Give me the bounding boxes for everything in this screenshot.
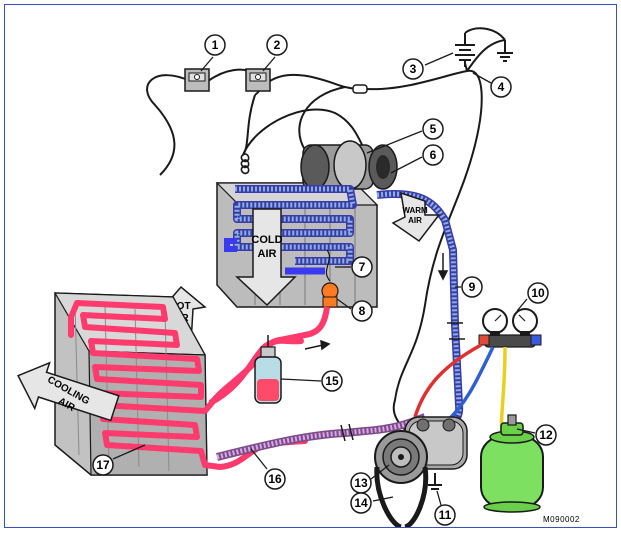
diagram-frame: COLD AIR WARM AIR HOT AIR COOLING AIR [4, 4, 617, 528]
svg-text:6: 6 [430, 148, 437, 162]
manifold-gauge-set [478, 308, 542, 348]
cold-air-arrow: COLD AIR [235, 208, 297, 307]
warm-air-label-line2: AIR [408, 216, 422, 225]
service-port-suction [447, 322, 465, 340]
callout-15: 15 [321, 370, 343, 392]
blower-motor [300, 140, 398, 190]
svg-text:14: 14 [354, 496, 368, 510]
battery-symbol [455, 27, 506, 67]
cooling-air-arrow: COOLING AIR [17, 361, 120, 422]
svg-text:1: 1 [212, 38, 219, 52]
warm-air-arrow: WARM AIR [391, 191, 441, 243]
callout-12: 12 [535, 424, 557, 446]
service-port-discharge [340, 423, 354, 442]
ground-symbol-battery [497, 40, 513, 62]
flow-arrow-liquid [304, 339, 331, 351]
reference-code: M090002 [543, 515, 580, 524]
coiled-wire [240, 153, 250, 175]
flow-arrow-suction [437, 253, 449, 281]
svg-text:3: 3 [410, 62, 417, 76]
callout-10: 10 [527, 282, 549, 304]
switch-1 [184, 68, 210, 92]
callout-8: 8 [351, 300, 373, 322]
inline-fuse [352, 84, 368, 94]
hot-air-label-line1: HOT [169, 301, 190, 312]
svg-text:17: 17 [96, 458, 110, 472]
svg-text:7: 7 [359, 260, 366, 274]
switch-2 [245, 68, 271, 92]
cold-air-label-line1: COLD [251, 234, 282, 246]
callout-4: 4 [490, 76, 512, 98]
callout-leaders [112, 52, 536, 506]
callout-5: 5 [422, 118, 444, 140]
expansion-valve [321, 249, 339, 308]
svg-text:5: 5 [430, 122, 437, 136]
callout-3: 3 [402, 58, 424, 80]
callout-16: 16 [264, 468, 286, 490]
callout-9: 9 [461, 276, 483, 298]
callout-11: 11 [434, 504, 456, 526]
callout-1: 1 [204, 34, 226, 56]
svg-text:16: 16 [268, 472, 282, 486]
callout-17: 17 [92, 454, 114, 476]
callout-6: 6 [422, 144, 444, 166]
svg-text:2: 2 [274, 38, 281, 52]
receiver-drier [254, 335, 282, 404]
svg-text:9: 9 [469, 280, 476, 294]
warm-air-label-line1: WARM [402, 206, 428, 215]
callout-13: 13 [350, 472, 372, 494]
svg-text:4: 4 [498, 80, 505, 94]
svg-text:8: 8 [359, 304, 366, 318]
clutch-pulley [374, 430, 428, 484]
ground-symbol-compressor [428, 473, 442, 490]
svg-text:15: 15 [325, 374, 339, 388]
cold-air-label-line2: AIR [258, 248, 277, 260]
callout-2: 2 [266, 34, 288, 56]
evaporator-coil [224, 185, 357, 275]
svg-text:11: 11 [439, 508, 452, 522]
wiring [146, 39, 506, 436]
callout-7: 7 [351, 256, 373, 278]
callout-14: 14 [350, 492, 372, 514]
svg-text:10: 10 [531, 286, 545, 300]
refrigerant-tank [480, 414, 544, 513]
svg-text:12: 12 [539, 428, 553, 442]
ac-system-diagram: COLD AIR WARM AIR HOT AIR COOLING AIR [17, 27, 580, 527]
svg-text:13: 13 [354, 476, 368, 490]
